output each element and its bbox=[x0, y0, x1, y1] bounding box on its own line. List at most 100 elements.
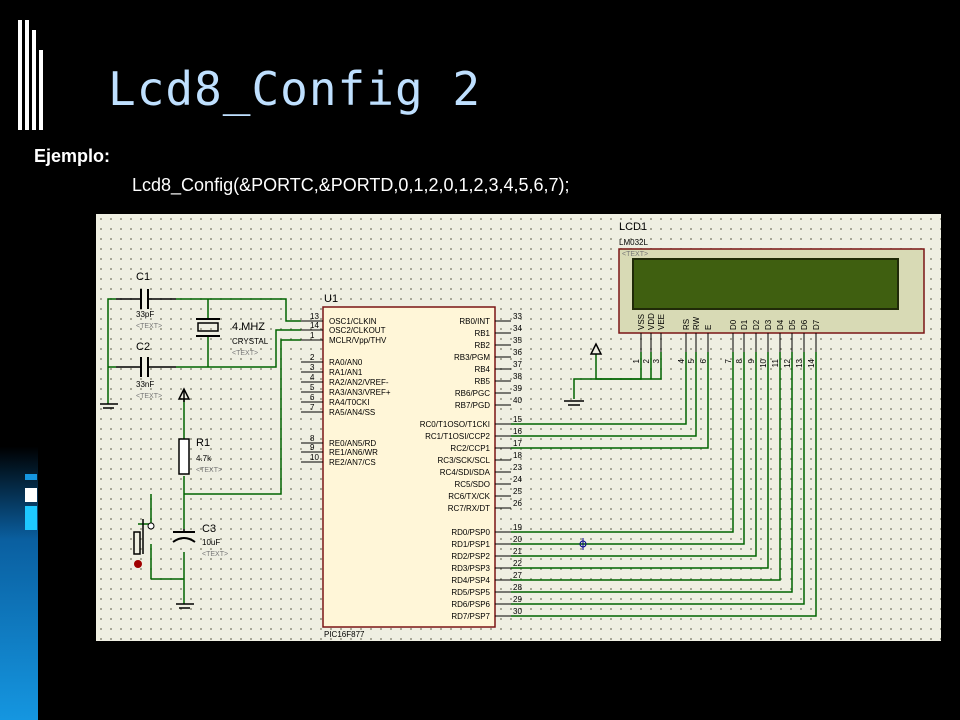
mcu-right-pin-name: RD3/PSP3 bbox=[451, 564, 490, 573]
mcu-left-pin-number: 6 bbox=[310, 393, 315, 402]
mcu-right-pin-name: RB7/PGD bbox=[455, 401, 490, 410]
wire-rd4-d4 bbox=[511, 352, 781, 581]
c2-ref: C2 bbox=[136, 341, 150, 353]
wire-c2-osc2 bbox=[176, 329, 301, 368]
lcd-pin-name: E bbox=[704, 325, 713, 330]
mcu-right-pin-number: 37 bbox=[513, 360, 522, 369]
wire-rd2-d2 bbox=[511, 352, 757, 557]
c1-ref: C1 bbox=[136, 271, 150, 283]
mcu-left-pin-number: 4 bbox=[310, 373, 315, 382]
wire-rc0-rs bbox=[511, 352, 687, 425]
c2-text: <TEXT> bbox=[136, 393, 162, 400]
capacitor-c3: C3 10uF <TEXT> bbox=[172, 523, 228, 558]
wire-c1-osc1 bbox=[176, 298, 301, 322]
wire-rd3-d3 bbox=[511, 352, 769, 569]
mcu-right-pin-name: RB1 bbox=[474, 329, 490, 338]
mcu-right-pin-number: 23 bbox=[513, 463, 522, 472]
c1-value: 33pF bbox=[136, 310, 154, 319]
lcd-pin-name: D6 bbox=[800, 319, 809, 330]
slide-title: Lcd8_Config 2 bbox=[108, 62, 482, 116]
mcu-left-pin-number: 1 bbox=[310, 331, 315, 340]
mcu-right-pin-name: RD2/PSP2 bbox=[451, 552, 490, 561]
mcu-right-pin-name: RB4 bbox=[474, 365, 490, 374]
wire-rd6-d6 bbox=[511, 352, 805, 605]
circuit-schematic: C1 33pF <TEXT> C2 33nF <TEXT> 4.MHZ CRYS… bbox=[96, 214, 941, 641]
mcu-right-pin-number: 40 bbox=[513, 396, 522, 405]
mcu-left-pin-name: RE0/AN5/RD bbox=[329, 439, 376, 448]
c3-text: <TEXT> bbox=[202, 551, 228, 558]
lcd-pin-name: RW bbox=[692, 316, 701, 330]
lcd-pin-number: 3 bbox=[652, 358, 661, 363]
lcd-pin-number: 4 bbox=[677, 358, 686, 363]
code-example: Lcd8_Config(&PORTC,&PORTD,0,1,2,0,1,2,3,… bbox=[132, 175, 570, 195]
mcu-right-pin-number: 24 bbox=[513, 475, 522, 484]
lcd-pin-number: 9 bbox=[747, 358, 756, 363]
ground-symbol-c3 bbox=[176, 603, 194, 609]
lcd-pin-number: 1 bbox=[632, 358, 641, 363]
wire-reset-button bbox=[138, 494, 152, 525]
mcu-right-pin-name: RD7/PSP7 bbox=[451, 612, 490, 621]
mcu-left-pin-name: RA4/T0CKI bbox=[329, 398, 369, 407]
lcd-part: LM032L bbox=[619, 238, 648, 247]
mcu-right-pin-number: 26 bbox=[513, 499, 522, 508]
crystal-name: CRYSTAL bbox=[232, 337, 269, 346]
mcu-left-pin-number: 14 bbox=[310, 321, 319, 330]
lcd-pin-name: RS bbox=[682, 319, 691, 330]
crystal-frequency: 4.MHZ bbox=[232, 321, 265, 333]
mcu-left-pin-name: RE1/AN6/WR bbox=[329, 448, 378, 457]
lcd-pins: VSS1VDD2VEE3RS4RW5E6D07D18D29D310D411D51… bbox=[632, 313, 821, 368]
mcu-right-pin-name: RD1/PSP1 bbox=[451, 540, 490, 549]
mcu-left-pin-name: RE2/AN7/CS bbox=[329, 458, 376, 467]
ground-symbol bbox=[100, 403, 118, 409]
lcd-pin-number: 12 bbox=[783, 358, 792, 367]
c3-ref: C3 bbox=[202, 523, 216, 535]
lcd-pin-name: D7 bbox=[812, 319, 821, 330]
mcu-ref: U1 bbox=[324, 293, 338, 305]
mcu-left-pin-name: RA0/AN0 bbox=[329, 358, 363, 367]
r1-value: 4.7k bbox=[196, 454, 212, 463]
probe-marker bbox=[579, 538, 587, 550]
power-symbol-lcd bbox=[589, 342, 603, 355]
lcd-pin-number: 8 bbox=[735, 358, 744, 363]
lcd-pin-number: 13 bbox=[795, 358, 804, 367]
mcu-pic16f877: U1 PIC16F877 bbox=[322, 293, 496, 639]
mcu-pins: 13OSC1/CLKIN14OSC2/CLKOUT1MCLR/Vpp/THV2R… bbox=[301, 312, 522, 621]
mcu-left-pin-name: RA3/AN3/VREF+ bbox=[329, 388, 391, 397]
lcd-screen bbox=[632, 258, 899, 310]
wire-lcd-vss bbox=[573, 352, 642, 399]
mcu-left-pin-number: 10 bbox=[310, 453, 319, 462]
capacitor-c2: C2 33nF <TEXT> bbox=[116, 341, 176, 400]
mcu-left-pin-number: 13 bbox=[310, 312, 319, 321]
lcd-pin-number: 5 bbox=[687, 358, 696, 363]
wire-lcd-vee bbox=[595, 352, 662, 380]
lcd-pin-number: 10 bbox=[759, 358, 768, 367]
c2-value: 33nF bbox=[136, 380, 154, 389]
mcu-right-pin-name: RB2 bbox=[474, 341, 490, 350]
slide-corner-lines-icon bbox=[18, 20, 43, 130]
mcu-left-pin-number: 9 bbox=[310, 443, 315, 452]
lcd-pin-number: 6 bbox=[699, 358, 708, 363]
mcu-right-pin-number: 39 bbox=[513, 384, 522, 393]
mcu-left-pin-name: OSC2/CLKOUT bbox=[329, 326, 386, 335]
lcd-lm032l: LCD1 LM032L <TEXT> bbox=[618, 221, 925, 334]
mcu-left-pin-name: OSC1/CLKIN bbox=[329, 317, 377, 326]
lcd-pin-name: D3 bbox=[764, 319, 773, 330]
mcu-right-pin-number: 22 bbox=[513, 559, 522, 568]
wire-mclr bbox=[184, 339, 301, 495]
wire-rd0-d0 bbox=[511, 352, 734, 533]
crystal-oscillator: 4.MHZ CRYSTAL <TEXT> bbox=[196, 318, 269, 357]
mcu-right-pin-name: RC3/SCK/SCL bbox=[438, 456, 491, 465]
r1-text: <TEXT> bbox=[196, 467, 222, 474]
mcu-right-pin-name: RD6/PSP6 bbox=[451, 600, 490, 609]
lcd-pin-name: D4 bbox=[776, 319, 785, 330]
mcu-right-pin-name: RC4/SDI/SDA bbox=[440, 468, 491, 477]
lcd-pin-name: D1 bbox=[740, 319, 749, 330]
mcu-right-pin-name: RC0/T1OSO/T1CKI bbox=[420, 420, 490, 429]
mcu-right-pin-number: 20 bbox=[513, 535, 522, 544]
mcu-left-pin-name: MCLR/Vpp/THV bbox=[329, 336, 387, 345]
lcd-ref: LCD1 bbox=[619, 221, 647, 233]
mcu-right-pin-name: RC2/CCP1 bbox=[450, 444, 490, 453]
crystal-text: <TEXT> bbox=[232, 350, 258, 357]
c3-value: 10uF bbox=[202, 538, 220, 547]
mcu-left-pin-number: 5 bbox=[310, 383, 315, 392]
